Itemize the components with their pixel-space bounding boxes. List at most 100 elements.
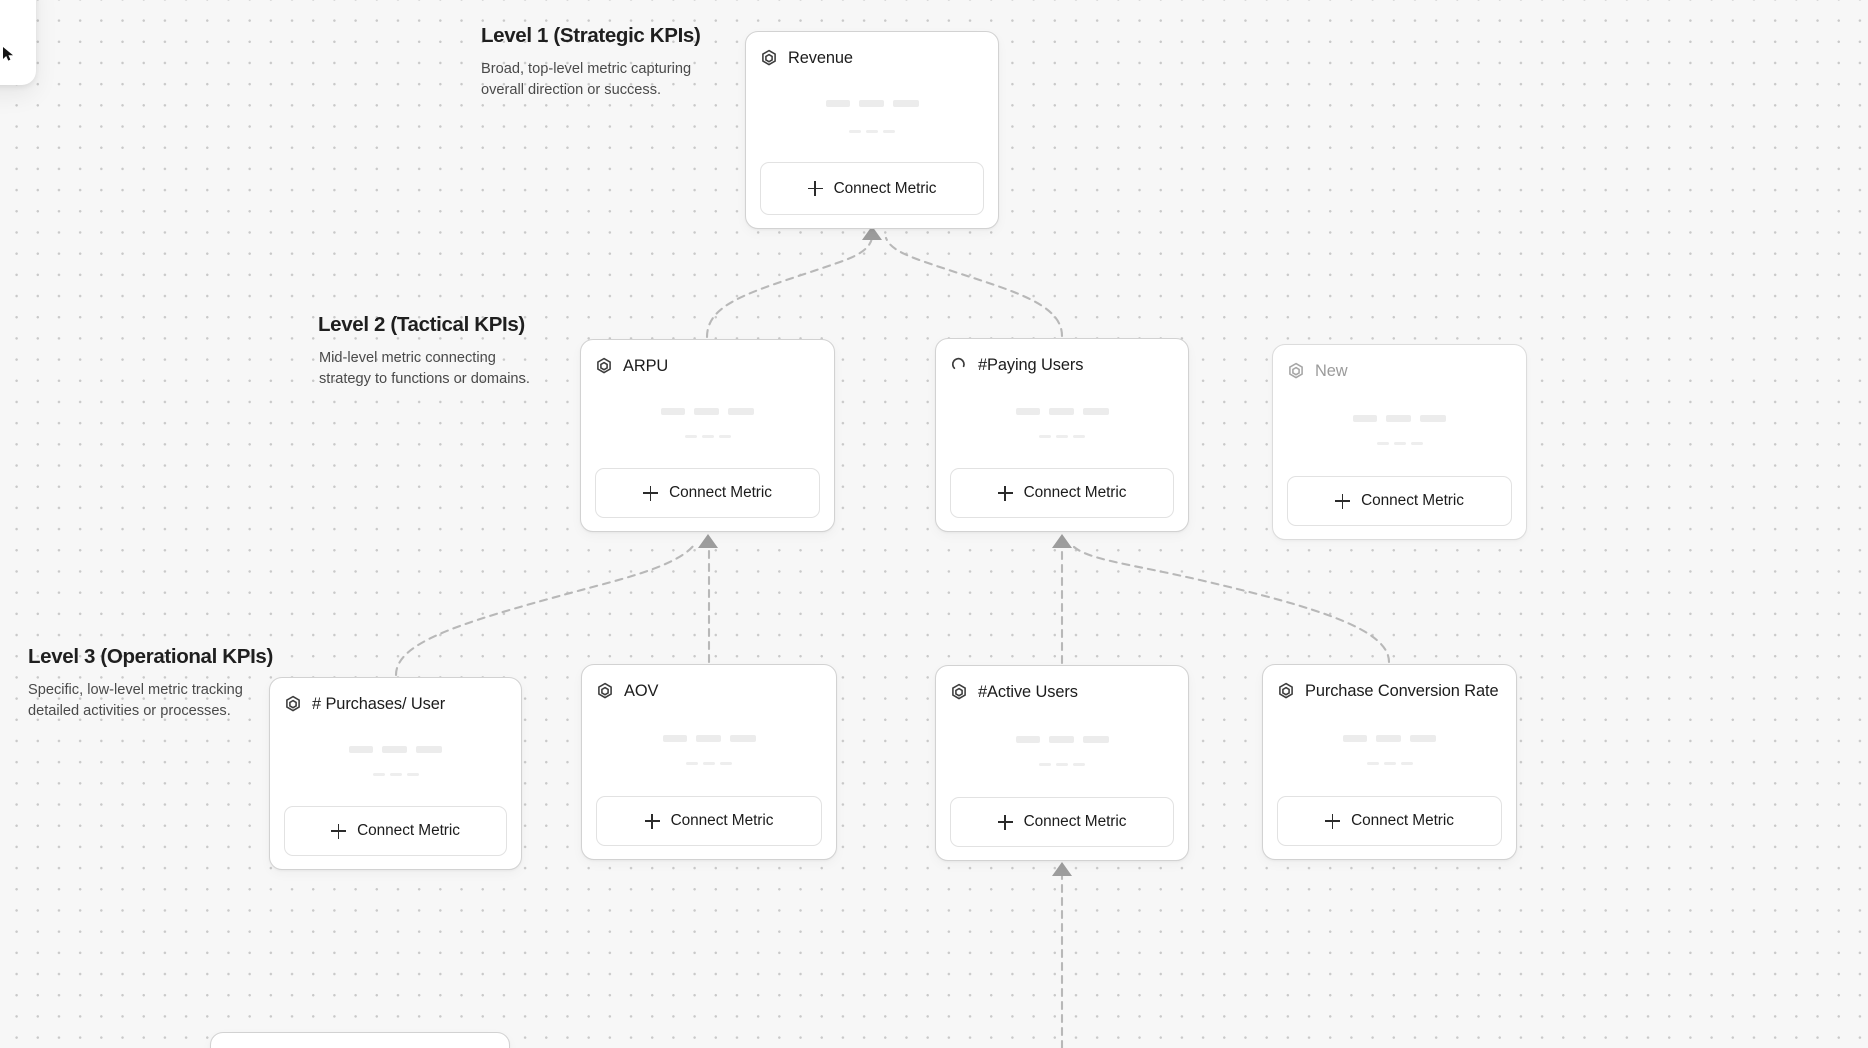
skeleton-bar	[684, 435, 697, 438]
level-1-label-group: Level 1 (Strategic KPIs) Broad, top-leve…	[481, 24, 711, 101]
plus-icon	[997, 814, 1013, 830]
connect-metric-label: Connect Metric	[357, 822, 460, 839]
skeleton-bar	[1056, 434, 1068, 438]
plus-icon	[1335, 493, 1351, 509]
connect-metric-button[interactable]: Connect Metric	[596, 796, 822, 846]
metric-card-arpu[interactable]: ARPU Connect Metric	[580, 339, 835, 532]
skeleton-bar	[729, 734, 756, 742]
skeleton-bar	[1376, 441, 1389, 445]
skeleton-row-secondary	[686, 761, 732, 765]
plus-icon	[644, 813, 660, 829]
skeleton-bar	[1015, 735, 1040, 743]
skeleton-bar	[372, 773, 385, 776]
skeleton-bar	[382, 746, 407, 753]
skeleton-bar	[1343, 734, 1367, 742]
skeleton-bar	[1366, 761, 1379, 765]
connect-metric-label: Connect Metric	[1361, 492, 1464, 509]
card-title: AOV	[624, 681, 659, 700]
level-1-title: Level 1 (Strategic KPIs)	[481, 24, 701, 47]
connect-metric-button[interactable]: Connect Metric	[1287, 476, 1512, 526]
skeleton-bar	[892, 99, 919, 107]
metric-card-paying-users[interactable]: #Paying Users Connect Metric	[935, 338, 1189, 532]
card-title: Revenue	[788, 48, 853, 67]
loading-spinner-icon	[950, 356, 968, 374]
skeleton-bar	[1410, 441, 1423, 445]
skeleton-row-primary	[1343, 734, 1436, 742]
metric-card-active-users[interactable]: #Active Users Connect Metric	[935, 665, 1189, 861]
connect-metric-button[interactable]: Connect Metric	[760, 162, 984, 215]
skeleton-bar	[1353, 414, 1377, 422]
skeleton-bar	[662, 734, 687, 742]
level-2-title: Level 2 (Tactical KPIs)	[318, 313, 525, 336]
skeleton-row-secondary	[684, 435, 731, 438]
hexagon-metric-icon	[284, 695, 302, 713]
plus-icon	[643, 485, 659, 501]
hexagon-metric-icon	[760, 49, 778, 67]
connect-metric-button[interactable]: Connect Metric	[284, 806, 507, 856]
skeleton-bar	[825, 99, 850, 107]
card-title: Purchase Conversion Rate	[1305, 681, 1499, 700]
skeleton-bar	[1420, 414, 1446, 422]
connect-metric-button[interactable]: Connect Metric	[950, 797, 1174, 847]
metric-card-revenue[interactable]: Revenue Connect Metric	[745, 31, 999, 229]
skeleton-bar	[720, 761, 732, 765]
card-header: ARPU	[595, 354, 820, 378]
hexagon-metric-icon	[596, 682, 614, 700]
level-2-description: Mid-level metric connecting strategy to …	[319, 350, 530, 387]
hexagon-metric-icon	[1287, 362, 1305, 380]
connect-metric-button[interactable]: Connect Metric	[595, 468, 820, 518]
metric-card-partial-offscreen[interactable]	[210, 1032, 510, 1048]
hexagon-metric-icon	[950, 683, 968, 701]
skeleton-row-primary	[1015, 407, 1109, 415]
level-3-label-group: Level 3 (Operational KPIs) Specific, low…	[28, 645, 273, 722]
skeleton-bar	[703, 761, 715, 765]
skeleton-row-secondary	[372, 773, 419, 776]
skeleton-row-secondary	[1039, 762, 1085, 766]
connect-metric-label: Connect Metric	[1023, 813, 1127, 830]
skeleton-bar	[695, 734, 721, 742]
hexagon-metric-icon	[595, 357, 613, 375]
metric-card-purchases-per-user[interactable]: # Purchases/ User Connect Metric	[269, 677, 522, 870]
skeleton-bar	[1048, 735, 1074, 743]
card-header: AOV	[596, 679, 822, 703]
card-header: # Purchases/ User	[284, 692, 507, 716]
connect-metric-button[interactable]: Connect Metric	[1277, 796, 1502, 846]
plus-icon	[807, 181, 823, 196]
skeleton-bar	[701, 435, 714, 438]
plus-icon	[997, 485, 1013, 501]
hexagon-metric-icon	[1277, 682, 1295, 700]
level-1-description: Broad, top-level metric capturing overal…	[481, 61, 692, 98]
skeleton-bar	[866, 129, 878, 133]
skeleton-bar	[1393, 441, 1406, 445]
connect-metric-label: Connect Metric	[1023, 484, 1127, 501]
skeleton-row-primary	[661, 408, 754, 415]
skeleton-bar	[406, 773, 419, 776]
card-skeleton-body	[596, 703, 822, 796]
plus-icon	[331, 823, 347, 839]
skeleton-bar	[718, 435, 731, 438]
skeleton-bar	[1082, 735, 1109, 743]
skeleton-bar	[661, 408, 685, 415]
skeleton-bar	[1376, 734, 1401, 742]
card-skeleton-body	[284, 716, 507, 806]
card-title: #Active Users	[978, 682, 1078, 701]
skeleton-bar	[1386, 414, 1411, 422]
floating-panel-partial[interactable]	[0, 0, 36, 85]
skeleton-bar	[728, 408, 754, 415]
skeleton-row-secondary	[1366, 761, 1413, 765]
metric-card-aov[interactable]: AOV Connect Metric	[581, 664, 837, 860]
skeleton-bar	[416, 746, 442, 753]
skeleton-bar	[694, 408, 719, 415]
metric-card-new[interactable]: New Connect Metric	[1272, 344, 1527, 540]
mouse-cursor-icon	[3, 47, 13, 61]
metric-card-purchase-conversion-rate[interactable]: Purchase Conversion Rate Connect Metric	[1262, 664, 1517, 860]
card-header: New	[1287, 359, 1512, 383]
skeleton-row-secondary	[849, 129, 895, 133]
connect-metric-button[interactable]: Connect Metric	[950, 468, 1174, 518]
skeleton-bar	[1383, 761, 1396, 765]
skeleton-bar	[349, 746, 373, 753]
skeleton-bar	[389, 773, 402, 776]
skeleton-bar	[1039, 762, 1051, 766]
card-header: Purchase Conversion Rate	[1277, 679, 1502, 703]
card-header: #Active Users	[950, 680, 1174, 704]
